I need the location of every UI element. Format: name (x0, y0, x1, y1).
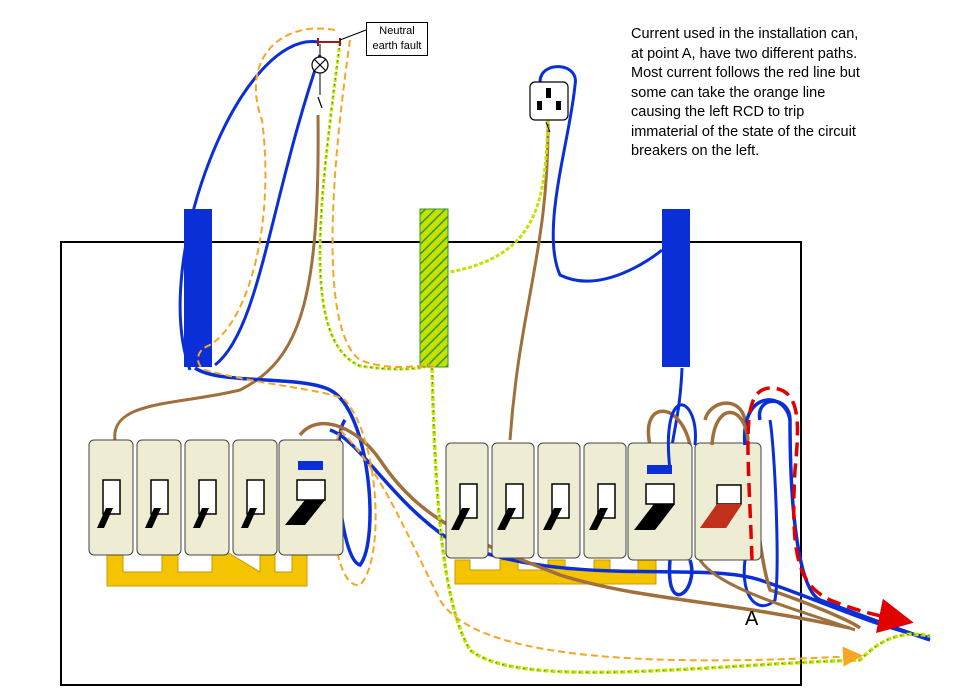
left-rcd (278, 439, 344, 556)
socket-earth-wire (449, 119, 550, 274)
fault-current-return (331, 39, 436, 369)
socket-outlet-icon (529, 81, 569, 133)
right-mcb-3 (537, 442, 581, 559)
fault-label: Neutral earth fault (366, 22, 428, 56)
neutral-bar-right (662, 209, 690, 367)
socket-neutral-wire (538, 65, 663, 283)
main-earth-wire (430, 367, 931, 675)
neutral-earth-fault-marker (317, 29, 367, 46)
supply-live-tail (698, 559, 856, 632)
main-switch-brown-loop (710, 410, 750, 446)
left-comb-busbar (106, 551, 308, 587)
light-live-wire (113, 114, 320, 441)
right-rcd-neutral-loop (666, 403, 697, 471)
light-switch-icon (317, 73, 323, 109)
left-mcb-2 (136, 439, 182, 556)
light-neutral-wire (178, 40, 319, 371)
diagram-description: Current used in the installation can, at… (631, 26, 860, 159)
light-neutral-wire-2 (214, 54, 322, 367)
light-earth-wire (318, 41, 431, 371)
right-mcb-1 (445, 442, 489, 559)
right-mcb-4 (583, 442, 627, 559)
right-mcb-2 (491, 442, 535, 559)
right-rcd (627, 442, 693, 561)
left-mcb-1 (88, 439, 134, 556)
left-rcd-supply-neutral (329, 428, 931, 640)
left-mcb-4 (232, 439, 278, 556)
lamp-icon (311, 44, 329, 74)
point-a-label: A (745, 608, 759, 630)
left-mcb-3 (184, 439, 230, 556)
fault-current-path (197, 27, 863, 667)
earth-bar (419, 208, 449, 368)
main-current-path (746, 386, 914, 634)
main-switch (694, 442, 762, 561)
socket-live-wire (508, 109, 550, 441)
